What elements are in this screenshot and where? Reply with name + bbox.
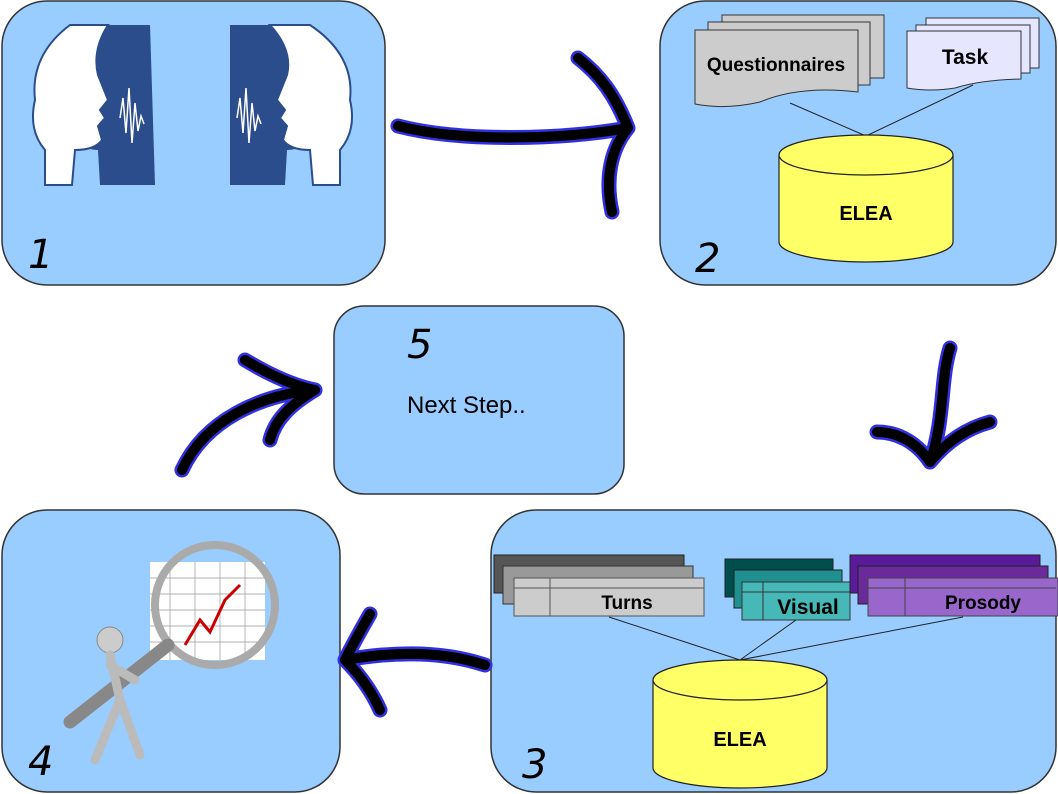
turns-label: Turns — [601, 593, 652, 614]
step-1-number: 1 — [28, 232, 53, 278]
prosody-label: Prosody — [945, 593, 1021, 614]
step-2-box: Questionnaires Task ELEA 2 — [659, 0, 1057, 286]
questionnaires-document: Questionnaires — [694, 14, 885, 108]
step-4-box: 4 — [1, 509, 341, 793]
task-document: Task — [906, 17, 1040, 91]
step-3-number: 3 — [522, 742, 547, 788]
step-5-number: 5 — [407, 322, 432, 368]
next-step-label: Next Step.. — [407, 392, 526, 419]
visual-table: Visual — [724, 558, 851, 621]
elea-database: ELEA — [778, 134, 954, 263]
task-label: Task — [942, 46, 989, 69]
arrow-3-to-4 — [337, 606, 493, 718]
database-label: ELEA — [713, 729, 766, 751]
elea-database: ELEA — [652, 659, 828, 789]
step-5-box: 5 Next Step.. — [333, 305, 625, 495]
magnifier-data-analysis-icon — [63, 541, 279, 765]
prosody-table: Prosody — [849, 554, 1058, 617]
step-3-box: Turns Visual Prosody ELEA 3 — [490, 509, 1058, 793]
arrow-2-to-3 — [869, 340, 998, 470]
arrow-1-to-2 — [390, 50, 636, 220]
arrow-4-to-5 — [174, 352, 323, 478]
step-2-number: 2 — [695, 236, 720, 282]
turns-table: Turns — [493, 554, 705, 617]
visual-label: Visual — [777, 596, 838, 619]
talking-heads-icon — [32, 24, 353, 186]
database-label: ELEA — [839, 203, 892, 225]
questionnaires-label: Questionnaires — [707, 55, 845, 76]
step-4-number: 4 — [28, 739, 53, 785]
step-1-box: 1 — [1, 0, 386, 286]
